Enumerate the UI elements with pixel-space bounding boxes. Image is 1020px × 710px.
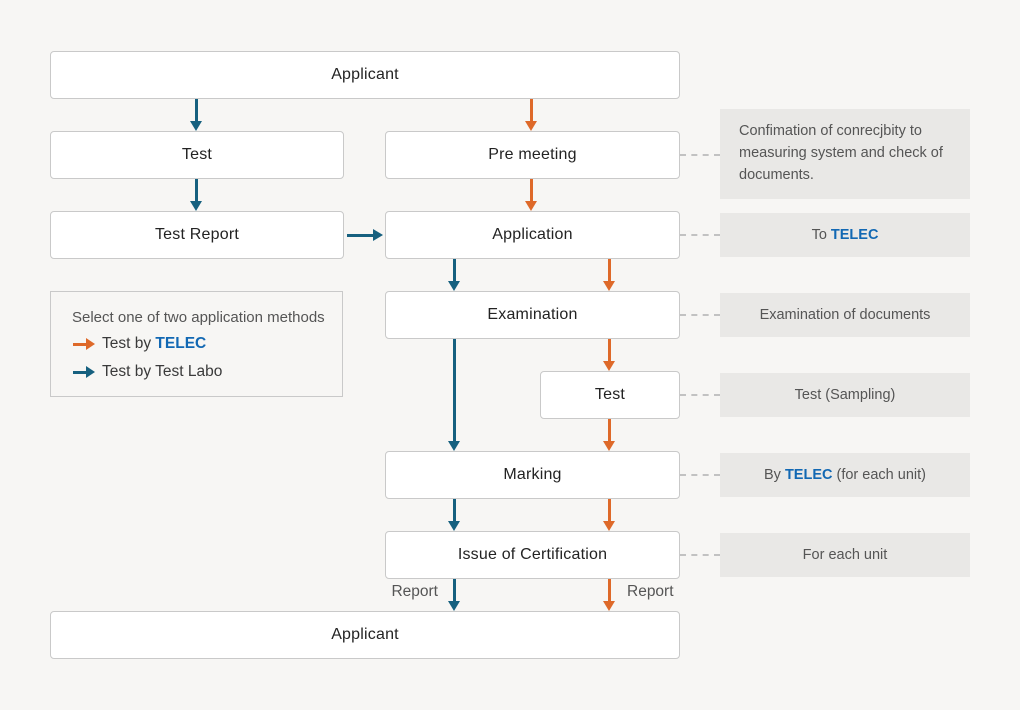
report-label-right: Report (627, 583, 674, 600)
legend-item-telec: Test by TELEC (73, 335, 206, 353)
dotted-connector-test (680, 394, 720, 396)
arrow-pre-meeting-to-application-icon (525, 179, 537, 211)
note-marking: By TELEC (for each unit) (720, 453, 970, 497)
legend-box: Select one of two application methods Te… (50, 291, 343, 397)
orange-arrow-icon (73, 338, 95, 350)
arrow-marking-to-issue-labo-icon (448, 499, 460, 531)
note-marking-text: By TELEC (for each unit) (764, 467, 926, 483)
flow-box-test: Test (50, 131, 344, 179)
flow-box-examination: Examination (385, 291, 680, 339)
flow-box-pre-meeting: Pre meeting (385, 131, 680, 179)
arrow-test-to-marking-telec-icon (603, 419, 615, 451)
dotted-connector-issue (680, 554, 720, 556)
arrow-examination-to-test-telec-icon (603, 339, 615, 371)
note-issue: For each unit (720, 533, 970, 577)
arrow-application-to-examination-telec-icon (603, 259, 615, 291)
flow-box-test-report: Test Report (50, 211, 344, 259)
dotted-connector-pre-meeting (680, 154, 720, 156)
legend-item-telec-label: Test by TELEC (102, 335, 207, 352)
telec-highlight: TELEC (830, 227, 879, 243)
dotted-connector-marking (680, 474, 720, 476)
dotted-connector-examination (680, 314, 720, 316)
dotted-connector-application (680, 234, 720, 236)
note-application-text: To TELEC (811, 227, 879, 243)
telec-highlight: TELEC (784, 467, 833, 483)
note-examination: Examination of documents (720, 293, 970, 337)
note-issue-text: For each unit (802, 547, 888, 563)
arrow-test-report-to-application-icon (347, 229, 383, 241)
report-label-left: Report (391, 583, 438, 600)
arrow-test-to-test-report-icon (190, 179, 202, 211)
arrow-examination-to-marking-labo-icon (448, 339, 460, 451)
flow-box-application: Application (385, 211, 680, 259)
blue-arrow-icon (73, 366, 95, 378)
flow-box-applicant-top: Applicant (50, 51, 680, 99)
arrow-issue-to-applicant-labo-icon (448, 579, 460, 611)
arrow-issue-to-applicant-telec-icon (603, 579, 615, 611)
legend-item-labo-label: Test by Test Labo (102, 363, 223, 380)
note-pre-meeting-text: Confimation of conrecjbity to measuring … (739, 123, 943, 183)
flow-box-marking: Marking (385, 451, 680, 499)
flow-box-applicant-bottom: Applicant (50, 611, 680, 659)
arrow-applicant-to-test-icon (190, 99, 202, 131)
note-test-text: Test (Sampling) (794, 387, 896, 403)
flow-box-issue-of-certification: Issue of Certification (385, 531, 680, 579)
note-test: Test (Sampling) (720, 373, 970, 417)
arrow-applicant-to-pre-meeting-icon (525, 99, 537, 131)
note-examination-text: Examination of documents (759, 307, 931, 323)
note-pre-meeting: Confimation of conrecjbity to measuring … (720, 109, 970, 199)
arrow-application-to-examination-labo-icon (448, 259, 460, 291)
flow-box-test-sampling: Test (540, 371, 680, 419)
telec-highlight: TELEC (155, 335, 207, 352)
arrow-marking-to-issue-telec-icon (603, 499, 615, 531)
legend-item-labo: Test by Test Labo (73, 363, 222, 381)
note-application: To TELEC (720, 213, 970, 257)
legend-title: Select one of two application methods (72, 309, 325, 326)
